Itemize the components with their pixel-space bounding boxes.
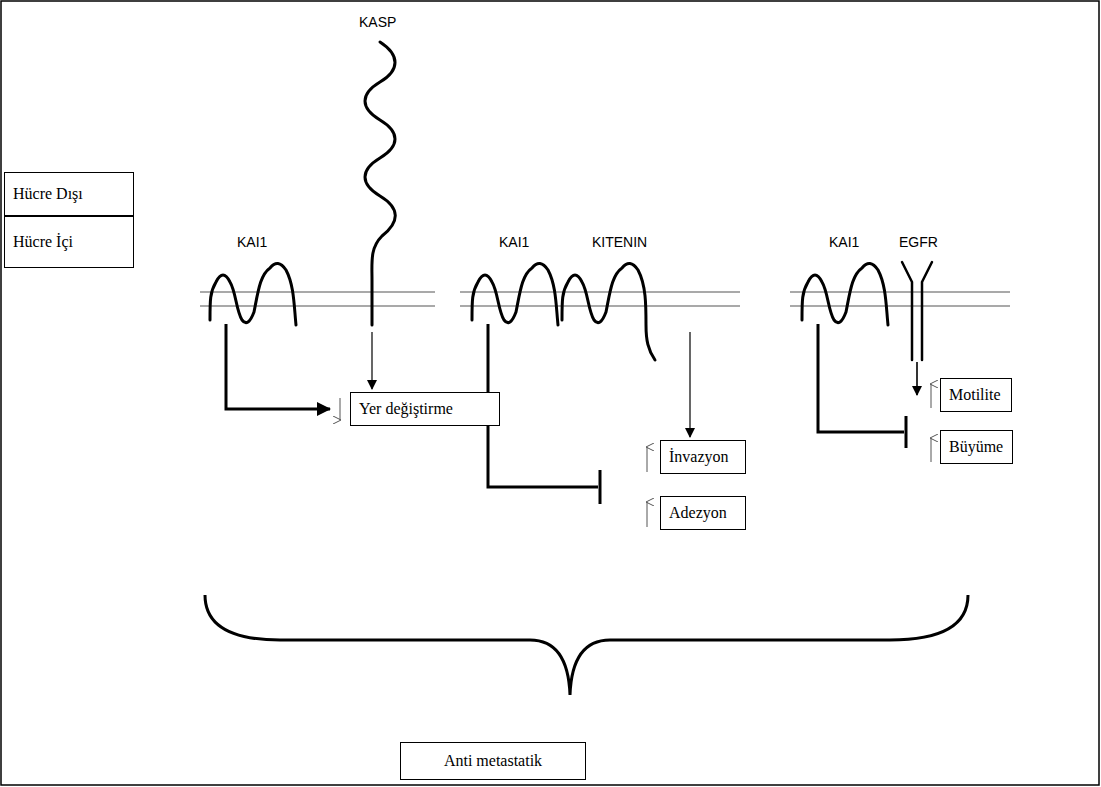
region-box: Hücre Dışı [4,172,134,216]
membrane [200,292,1010,306]
box-text: Anti metastatik [444,752,542,770]
box-text: Hücre Dışı [13,185,83,203]
box-text: İnvazyon [669,448,729,466]
protein-label: KAI1 [237,234,267,250]
effect-box: Büyüme [940,430,1013,464]
protein-label: KAI1 [829,234,859,250]
proteins [210,42,932,360]
protein-label: KITENIN [592,234,647,250]
box-text: Motilite [949,386,1001,404]
box-text: Hücre İçi [13,233,73,251]
result-box: Anti metastatik [400,742,586,780]
effect-arrows [226,324,917,504]
protein-label: EGFR [899,234,938,250]
effect-box: Adezyon [660,496,746,530]
box-text: Büyüme [949,438,1003,456]
effect-box: Motilite [940,378,1012,412]
box-text: Adezyon [669,504,727,522]
protein-label: KAI1 [499,234,529,250]
level-arrows [340,384,931,527]
effect-box: İnvazyon [660,440,746,474]
brace [205,595,968,695]
region-box: Hücre İçi [4,216,134,268]
effect-box: Yer değiştirme [350,392,500,426]
protein-label: KASP [359,14,396,30]
box-text: Yer değiştirme [359,400,453,418]
